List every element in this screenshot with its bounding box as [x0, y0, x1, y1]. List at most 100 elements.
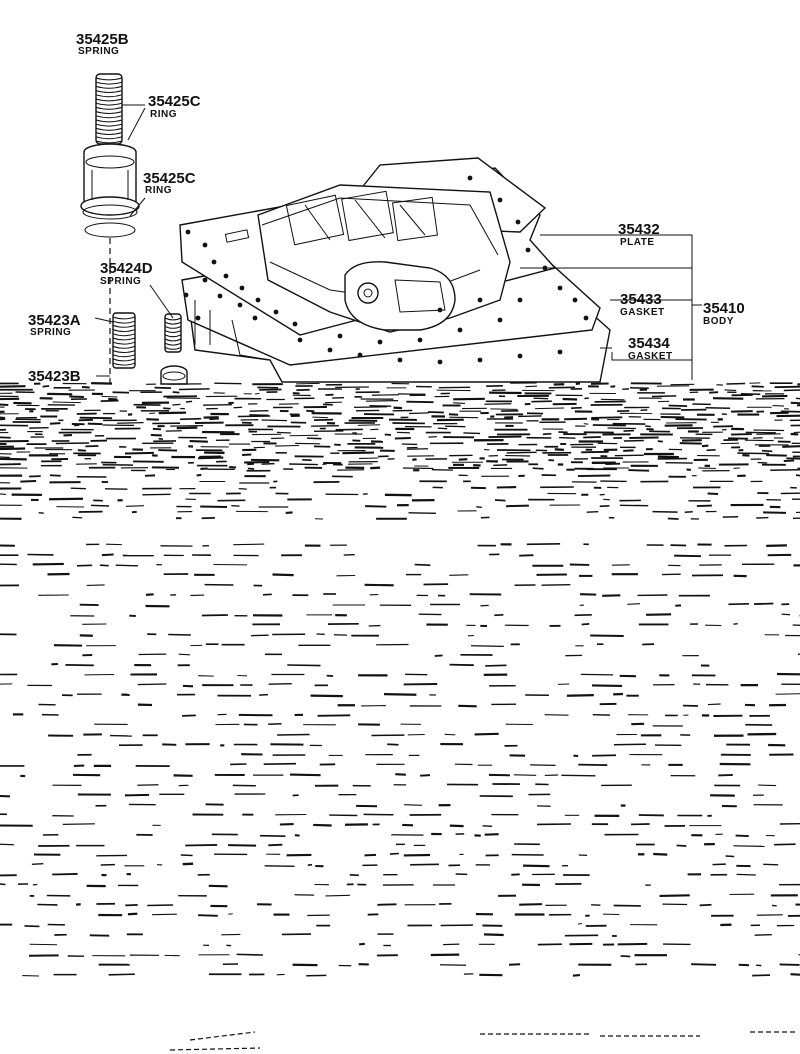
scan-streak	[312, 416, 328, 419]
spring-coil	[112, 345, 136, 349]
scan-streak	[712, 397, 744, 400]
label-35434: 35434 GASKET	[628, 335, 673, 362]
scan-streak	[578, 763, 608, 766]
scan-streak	[493, 464, 508, 467]
scan-streak	[317, 714, 351, 717]
scan-streak	[393, 406, 403, 410]
scan-streak	[449, 824, 464, 828]
bolt-hole	[467, 175, 473, 181]
scan-streak	[402, 467, 434, 470]
scan-streak	[24, 925, 40, 928]
bolt-hole	[497, 197, 503, 203]
scan-streak	[494, 499, 506, 502]
scan-streak	[484, 403, 512, 405]
scan-streak	[394, 437, 411, 440]
scan-streak	[108, 397, 118, 401]
scan-streak	[78, 418, 94, 422]
scan-streak	[725, 855, 735, 858]
scan-streak	[574, 613, 592, 617]
scan-streak	[541, 584, 571, 586]
bolt-hole	[297, 337, 303, 343]
scan-streak	[449, 663, 474, 667]
scan-streak	[586, 511, 599, 513]
scan-streak	[77, 449, 86, 452]
scan-streak	[629, 387, 649, 390]
scan-streak	[581, 622, 590, 626]
spring-coil	[164, 346, 182, 350]
part-name-35433: GASKET	[620, 307, 665, 318]
scan-streak	[449, 574, 469, 576]
bolt-hole	[377, 339, 383, 345]
scan-streak	[511, 873, 520, 876]
part-name-35425c-bottom: RING	[145, 185, 172, 196]
scan-streak	[158, 437, 164, 441]
scan-streak	[249, 409, 269, 412]
part-number-35424d: 35424D	[100, 260, 153, 277]
bolt-hole	[217, 293, 223, 299]
scan-streak	[623, 449, 634, 452]
scan-streak	[198, 914, 218, 917]
part-name-35434: GASKET	[628, 351, 673, 362]
scan-streak	[774, 385, 800, 389]
scan-streak	[782, 445, 800, 448]
bolt-hole	[292, 321, 298, 327]
scan-streak	[731, 433, 752, 436]
part-number-35425c-bottom: 35425C	[143, 170, 196, 187]
scan-streak	[289, 463, 318, 466]
scan-streak	[214, 382, 242, 385]
scan-streak	[761, 449, 773, 453]
spring-coil	[164, 317, 182, 321]
bolt-hole	[239, 285, 245, 291]
scan-streak	[73, 764, 85, 767]
scan-streak	[756, 433, 781, 435]
scan-streak	[733, 845, 765, 847]
spring-coil	[95, 85, 123, 89]
scan-streak	[571, 406, 582, 410]
spring-35424d-drawing	[164, 313, 182, 353]
scan-streak	[531, 400, 552, 403]
scan-streak	[490, 408, 518, 410]
scan-streak	[724, 389, 737, 391]
scan-streak	[142, 493, 171, 496]
scan-streak	[513, 774, 537, 776]
scan-streak	[404, 804, 422, 806]
scan-streak	[668, 404, 688, 407]
scan-streak	[434, 654, 443, 657]
scan-streak	[439, 964, 467, 966]
scan-streak	[580, 673, 614, 676]
scan-streak	[73, 424, 80, 427]
scan-streak	[349, 873, 359, 877]
bolt-hole	[517, 297, 523, 303]
scan-streak	[189, 1031, 256, 1041]
scan-streak	[480, 604, 489, 607]
scan-streak	[653, 852, 668, 856]
scan-streak	[81, 386, 90, 389]
bolt-hole	[557, 349, 563, 355]
part-number-35410: 35410	[703, 300, 745, 317]
scan-streak	[770, 411, 789, 415]
scan-streak	[603, 498, 610, 501]
scan-artifact-area	[0, 381, 800, 1051]
label-35425b: 35425B SPRING	[76, 31, 129, 57]
scan-streak	[591, 416, 623, 419]
scan-streak	[698, 467, 716, 470]
scan-streak	[783, 459, 795, 462]
scan-streak	[675, 418, 707, 421]
scan-streak	[369, 405, 392, 407]
scan-streak	[790, 973, 800, 976]
spring-coil	[164, 342, 182, 346]
scan-streak	[645, 425, 651, 428]
bolt-hole	[357, 352, 363, 358]
scan-streak	[127, 912, 138, 916]
scan-streak	[617, 942, 648, 946]
spring-coil	[112, 341, 136, 345]
scan-streak	[494, 614, 504, 617]
scan-streak	[482, 825, 493, 827]
scan-streak	[100, 399, 119, 402]
spring-coil	[95, 77, 123, 81]
scan-streak	[277, 733, 310, 736]
part-number-35423b: 35423B	[28, 368, 81, 385]
scan-streak	[233, 543, 265, 546]
scan-streak	[242, 453, 252, 456]
scan-streak	[90, 504, 110, 507]
